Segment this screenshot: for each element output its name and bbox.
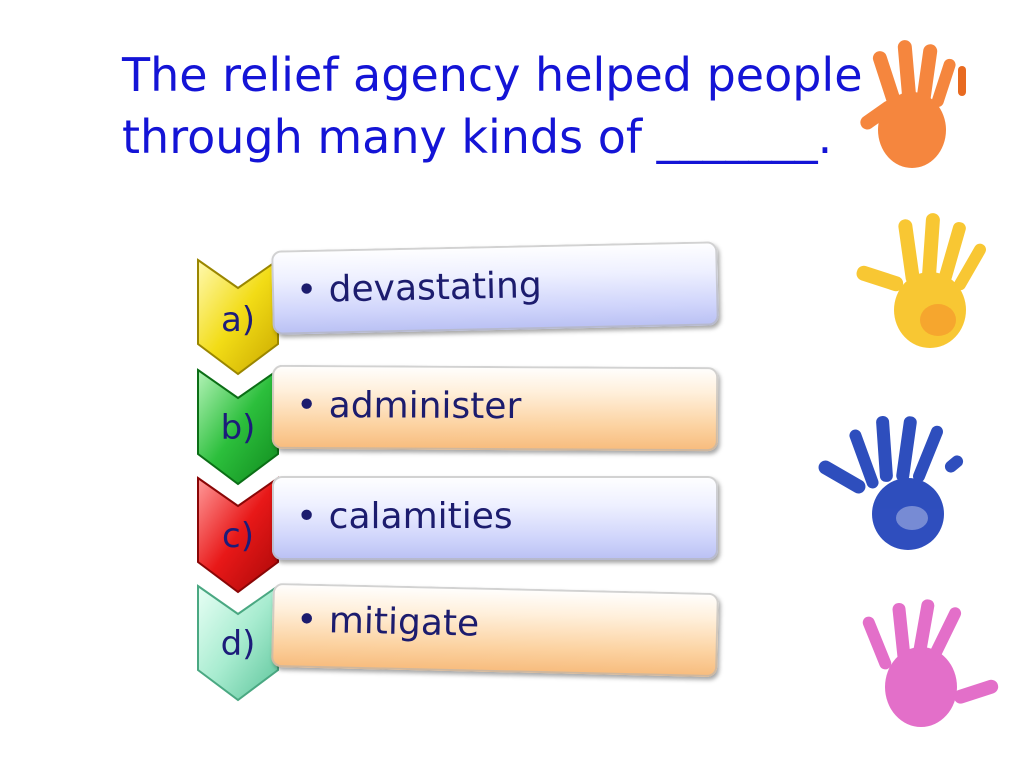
orange-handprint-icon [860,40,966,168]
option-c-text: • calamities [296,496,513,537]
option-c-bar[interactable]: • calamities [272,476,718,560]
option-d-bar[interactable]: • mitigate [271,582,719,678]
option-b-bar[interactable]: • administer [271,364,719,452]
option-d-chevron-icon [197,584,279,702]
question-line-2: through many kinds of _______. [122,110,833,164]
option-d[interactable]: d) • mitigate [0,582,1024,702]
question-line-1: The relief agency helped people [122,48,863,102]
option-b-text: • administer [295,384,522,428]
option-a[interactable]: a) • devastating [0,241,1024,376]
option-a-letter: a) [220,300,256,340]
option-a-text: • devastating [295,265,543,312]
question-text: The relief agency helped people through … [122,44,902,168]
option-b-chevron-icon [197,368,279,486]
option-c[interactable]: c) • calamities [0,476,1024,594]
option-d-text: • mitigate [295,599,480,645]
option-c-letter: c) [222,516,254,556]
pink-handprint-icon [862,599,999,727]
option-b[interactable]: b) • administer [0,364,1024,486]
option-c-chevron-icon [197,476,279,594]
yellow-handprint-icon [856,213,986,348]
option-a-bar[interactable]: • devastating [271,241,719,335]
blue-handprint-icon [818,415,964,550]
option-a-chevron-icon [197,258,279,376]
option-b-letter: b) [220,408,256,448]
option-d-letter: d) [220,624,256,664]
